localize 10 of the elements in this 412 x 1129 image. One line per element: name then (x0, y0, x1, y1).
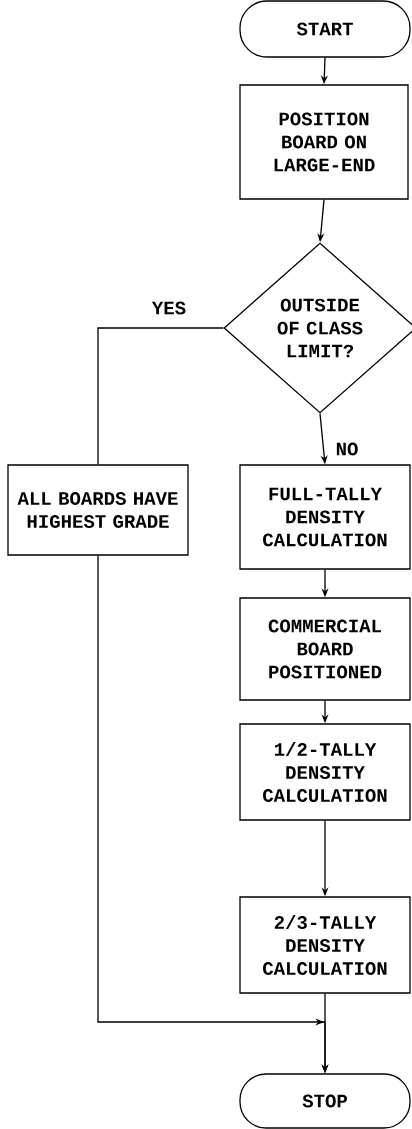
process-box: 1/2-TALLY DENSITY CALCULATION (239, 723, 411, 821)
process-box: 2/3-TALLY DENSITY CALCULATION (239, 896, 411, 994)
process-box: ALL BOARDS HAVE HIGHEST GRADE (7, 464, 189, 556)
process-box: FULL-TALLY DENSITY CALCULATION (239, 464, 411, 570)
edge-label: YES (150, 300, 188, 316)
process-box: POSITION BOARD ON LARGE-END (239, 84, 409, 200)
edge-label: NO (334, 441, 360, 457)
terminal-box: STOP (239, 1073, 411, 1129)
terminal-box: START (239, 0, 411, 58)
process-box: COMMERCIAL BOARD POSITIONED (239, 597, 411, 701)
